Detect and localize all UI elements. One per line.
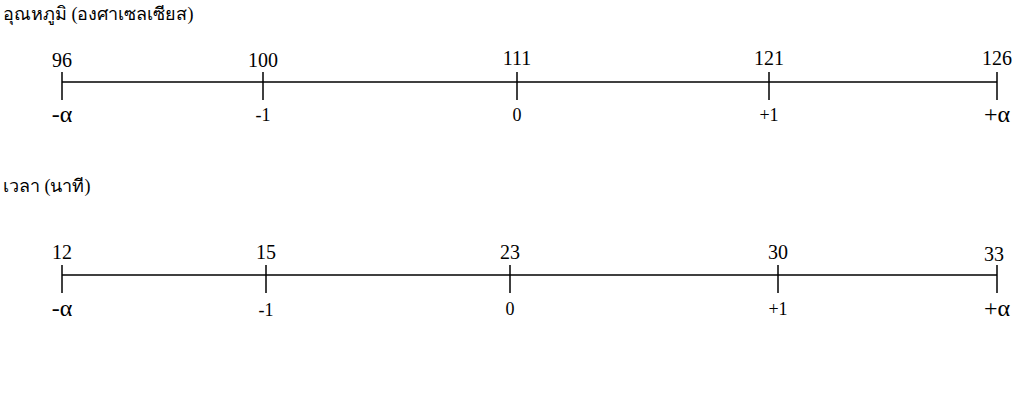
tick <box>996 265 998 293</box>
value-label: 15 <box>256 242 276 262</box>
coded-level: -α <box>52 102 73 126</box>
coded-level: +α <box>984 296 1010 320</box>
coded-level: +1 <box>759 106 778 124</box>
tick <box>768 72 770 100</box>
coded-level: 0 <box>513 106 522 124</box>
tick <box>777 265 779 293</box>
coded-level: -1 <box>259 301 274 319</box>
value-label: 12 <box>52 242 72 262</box>
coded-level: +1 <box>768 300 787 318</box>
value-label: 96 <box>52 50 72 70</box>
tick <box>265 265 267 293</box>
axis-title: เวลา (นาที) <box>3 177 91 195</box>
value-label: 100 <box>248 50 278 70</box>
tick <box>262 72 264 100</box>
axis-title: อุณหภูมิ (องศาเซลเซียส) <box>3 5 194 23</box>
tick <box>516 72 518 100</box>
value-label: 126 <box>982 48 1012 68</box>
tick <box>61 72 63 100</box>
tick <box>61 265 63 293</box>
tick <box>996 72 998 100</box>
axis-line <box>62 274 997 276</box>
value-label: 121 <box>754 48 784 68</box>
value-label: 23 <box>500 242 520 262</box>
coded-level: 0 <box>506 300 515 318</box>
value-label: 30 <box>768 242 788 262</box>
axis-line <box>62 81 997 83</box>
value-label: 33 <box>984 244 1004 264</box>
value-label: 111 <box>503 48 532 68</box>
coded-level: -α <box>52 296 73 320</box>
coded-level: -1 <box>256 106 271 124</box>
tick <box>509 265 511 293</box>
coded-level: +α <box>984 102 1010 126</box>
